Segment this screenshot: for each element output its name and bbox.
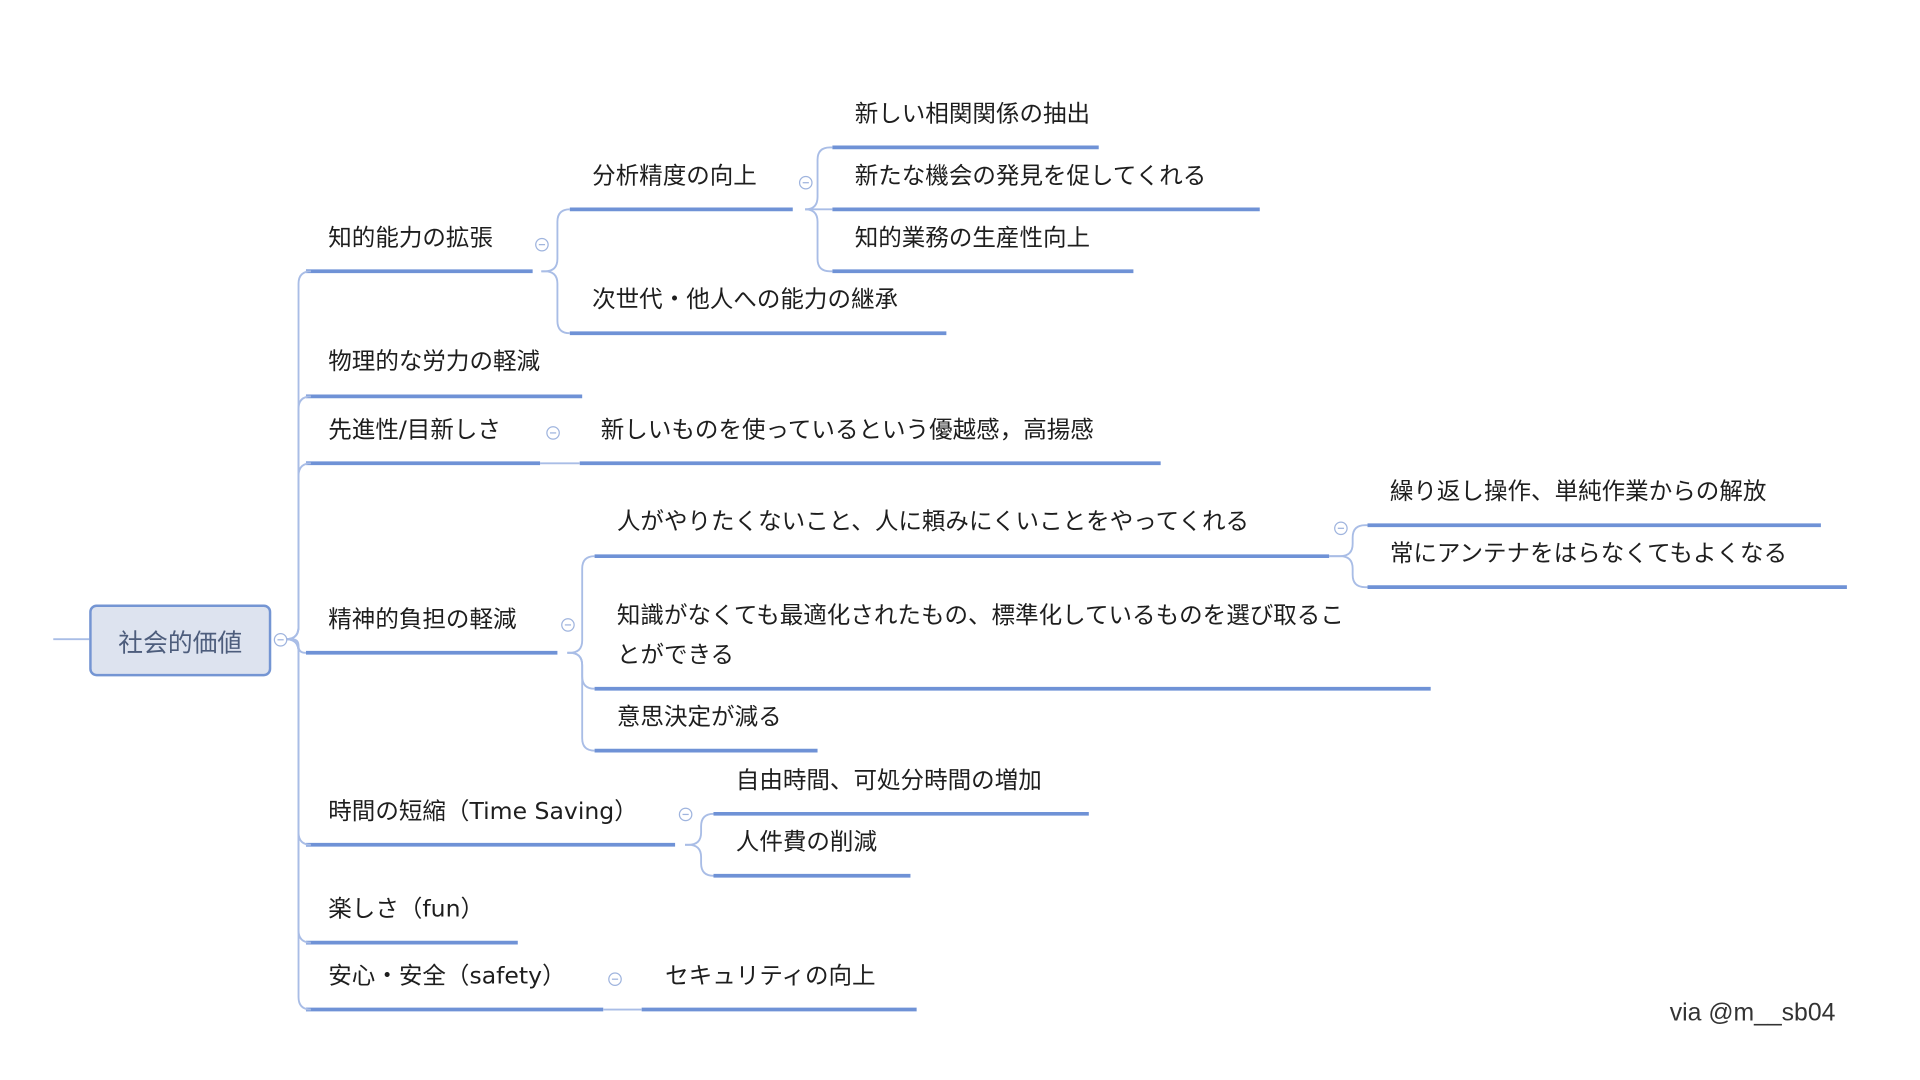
node-physical[interactable]: 物理的な労力の軽減: [328, 348, 541, 376]
collapse-analysis-icon[interactable]: [798, 175, 813, 190]
connector-decisions: [567, 651, 595, 752]
connector-root-branch-6: [286, 638, 311, 1011]
node-unwanted-tasks[interactable]: 人がやりたくないこと、人に頼みにくいことをやってくれる: [616, 507, 1250, 536]
node-labor-cost[interactable]: 人件費の削減: [735, 828, 878, 856]
connector-correlation: [805, 146, 833, 211]
credit-text: via @m__sb04: [1669, 999, 1836, 1027]
node-fun[interactable]: 楽しさ（fun）: [328, 895, 485, 923]
collapse-novelty-icon[interactable]: [546, 426, 560, 440]
connector-unwanted: [567, 555, 595, 654]
node-opportunity[interactable]: 新たな機会の発見を促してくれる: [854, 162, 1207, 190]
connector-free-time: [685, 812, 714, 846]
connector-root-branch-2: [286, 462, 311, 641]
node-intellectual[interactable]: 知的能力の拡張: [328, 224, 494, 252]
collapse-intellectual-icon[interactable]: [535, 237, 549, 252]
node-repetition-release[interactable]: 繰り返し操作、単純作業からの解放: [1389, 478, 1767, 506]
connector-root-branch-3: [286, 638, 306, 654]
node-novelty[interactable]: 先進性/目新しさ: [328, 416, 501, 444]
connector-antenna: [1329, 555, 1368, 589]
node-analysis-accuracy[interactable]: 分析精度の向上: [592, 162, 757, 190]
root-node-label: 社会的価値: [118, 627, 243, 658]
collapse-root-icon[interactable]: [273, 632, 288, 647]
connector-inheritance: [541, 270, 570, 335]
connector-productivity: [805, 208, 833, 273]
connector-repetition: [1329, 524, 1368, 558]
node-superiority[interactable]: 新しいものを使っているという優越感，高揚感: [600, 416, 1094, 444]
node-productivity[interactable]: 知的業務の生産性向上: [854, 224, 1091, 252]
node-inheritance[interactable]: 次世代・他人への能力の継承: [592, 286, 899, 314]
collapse-time-icon[interactable]: [678, 807, 693, 822]
node-time-saving[interactable]: 時間の短縮（Time Saving）: [328, 797, 638, 825]
node-free-time[interactable]: 自由時間、可処分時間の増加: [735, 766, 1042, 795]
node-correlation[interactable]: 新しい相関関係の抽出: [854, 100, 1091, 128]
node-optimized-choice-line2[interactable]: とができる: [616, 641, 735, 669]
node-safety[interactable]: 安心・安全（safety）: [328, 962, 566, 990]
node-antenna[interactable]: 常にアンテナをはらなくてもよくなる: [1389, 540, 1788, 568]
collapse-safety-icon[interactable]: [608, 972, 622, 987]
node-optimized-choice-line1[interactable]: 知識がなくても最適化されたもの、標準化しているものを選び取るこ: [616, 602, 1344, 630]
node-mental[interactable]: 精神的負担の軽減: [328, 605, 517, 633]
connector-analysis: [541, 208, 570, 273]
node-fewer-decisions[interactable]: 意思決定が減る: [616, 703, 782, 731]
collapse-mental-icon[interactable]: [561, 618, 575, 632]
collapse-unwanted-icon[interactable]: [1334, 521, 1348, 536]
connector-labor-cost: [685, 843, 714, 877]
root-node[interactable]: 社会的価値: [89, 604, 272, 677]
node-security[interactable]: セキュリティの向上: [665, 962, 876, 990]
